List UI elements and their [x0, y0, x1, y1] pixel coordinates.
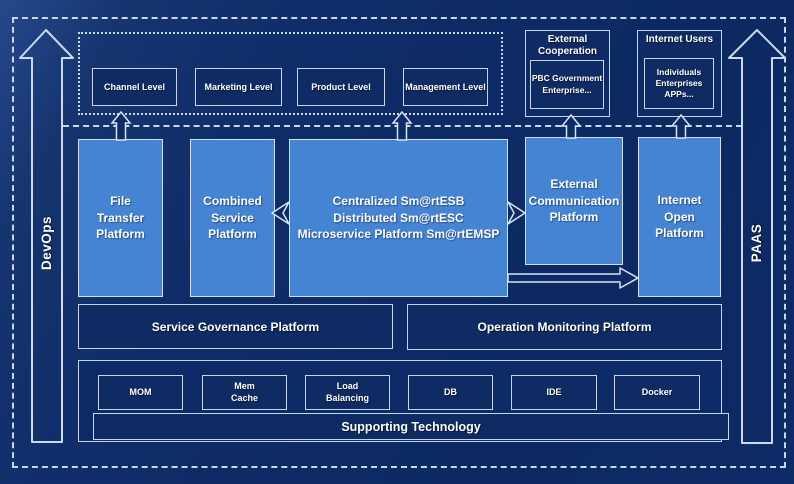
level-box-marketing: Marketing Level	[195, 68, 282, 106]
tech-box-docker: Docker	[614, 375, 700, 410]
platform-esb: Centralized Sm@rtESB Distributed Sm@rtES…	[289, 139, 508, 297]
external-cooperation-members: PBC Government Enterprise...	[530, 60, 604, 109]
tech-box-mom: MOM	[98, 375, 183, 410]
tech-box-mem-cache: Mem Cache	[202, 375, 287, 410]
consumer-zone-dashed-box	[78, 32, 503, 115]
level-box-channel: Channel Level	[92, 68, 177, 106]
operation-monitoring-box: Operation Monitoring Platform	[407, 304, 722, 350]
tech-box-load-balancing: Load Balancing	[305, 375, 390, 410]
devops-label: DevOps	[39, 215, 54, 271]
service-governance-box: Service Governance Platform	[78, 304, 393, 349]
internet-users-members: Individuals Enterprises APPs...	[644, 58, 714, 109]
tech-box-db: DB	[408, 375, 493, 410]
platform-external-communication: External Communication Platform	[525, 137, 623, 265]
level-box-product: Product Level	[297, 68, 385, 106]
supporting-technology-bar: Supporting Technology	[93, 413, 729, 440]
platform-file-transfer: File Transfer Platform	[78, 139, 163, 297]
integration-boundary-dashed-line	[63, 125, 742, 127]
platform-combined-service: Combined Service Platform	[190, 139, 275, 297]
tech-box-ide: IDE	[511, 375, 597, 410]
external-cooperation-box: External Cooperation PBC Government Ente…	[525, 30, 610, 117]
external-cooperation-title: External Cooperation	[538, 34, 597, 57]
level-box-management: Management Level	[403, 68, 488, 106]
internet-users-box: Internet Users Individuals Enterprises A…	[637, 30, 722, 117]
platform-internet-open: Internet Open Platform	[638, 137, 721, 297]
paas-label: PAAS	[749, 223, 764, 263]
internet-users-title: Internet Users	[645, 34, 714, 45]
